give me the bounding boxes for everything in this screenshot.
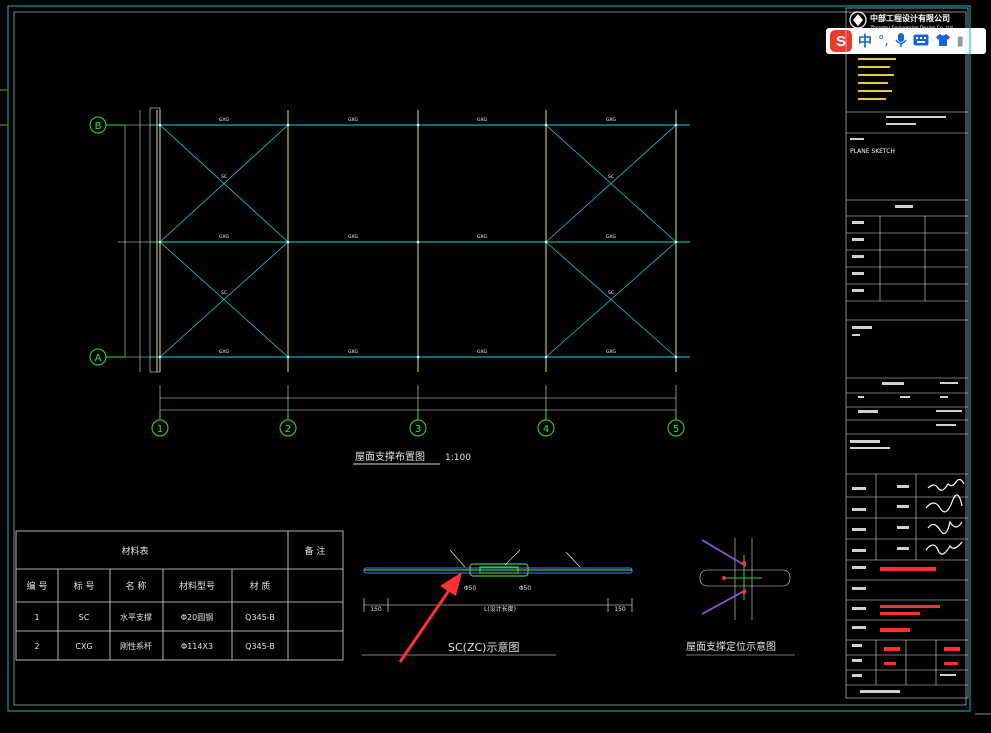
axis-label-2: 2 [285,424,291,435]
beam-label: GXG [606,234,617,240]
table-remark: 备 注 [305,545,326,557]
table-header: 名 称 [126,580,147,592]
axis-label-b: B [95,121,102,132]
beam-label: GXG [348,349,359,355]
microphone-icon[interactable] [895,32,907,51]
sogou-logo-icon[interactable]: S [830,30,852,52]
beam-label: GXG [219,117,230,123]
company-logo-icon [849,11,867,29]
drawing-border [7,5,971,712]
title-block: 中部工程设计有限公司 Zhongbu Engineering Design Co… [845,7,969,699]
ime-punct-toggle[interactable]: °, [878,33,889,49]
beam-label: GXG [477,234,488,240]
beam-label: GXG [219,234,230,240]
table-cell: 水平支撑 [120,612,152,622]
more-icon[interactable]: ▮ [956,33,964,49]
axis-label-1: 1 [157,424,163,435]
plan-title: 屋面支撑布置图 [355,450,425,463]
brace-label: SC [608,290,614,296]
table-header: 编 号 [27,580,48,592]
roof-bracing-plan: GXG GXG GXG GXG GXG GXG GXG GXG GXG GXG … [89,107,690,465]
axis-label-4: 4 [543,424,549,435]
material-table: 材料表 备 注 编 号 标 号 名 称 材料型号 材 质 1 SC 水平支撑 Φ… [15,530,344,661]
brace-label: SC [221,174,227,180]
table-title: 材料表 [121,545,148,557]
table-cell: Φ20圆钢 [181,612,213,622]
table-cell: 1 [34,613,39,622]
red-arrow-annotation [398,572,462,663]
ime-toolbar[interactable]: S 中 °, ▮ [826,28,986,54]
brace-label: SC [608,174,614,180]
sc-detail-title: SC(ZC)示意图 [448,640,519,654]
table-cell: CXG [75,642,92,651]
table-cell: 2 [34,642,39,651]
beam-label: GXG [348,234,359,240]
table-header: 材 质 [250,580,271,592]
dim-label: L(设计长度) [484,605,516,613]
shirt-icon[interactable] [935,33,951,50]
inner-border [13,11,967,706]
table-header: 标 号 [74,580,95,592]
beam-label: GXG [348,117,359,123]
dim-label: Φ50 [464,585,477,592]
axis-label-3: 3 [415,424,421,435]
beam-label: GXG [219,349,230,355]
ime-mode-toggle[interactable]: 中 [858,34,872,50]
beam-label: GXG [477,117,488,123]
beam-label: GXG [606,349,617,355]
plan-scale: 1:100 [445,453,471,463]
dim-label: Φ50 [519,585,532,592]
company-name: 中部工程设计有限公司 [870,13,950,23]
axis-label-a: A [95,353,102,364]
table-cell: Φ114X3 [181,642,213,651]
beam-label: GXG [606,117,617,123]
plane-sketch-label: PLANE SKETCH [850,148,895,155]
dim-label: 150 [614,606,626,613]
table-cell: SC [79,613,90,622]
beam-label: GXG [477,349,488,355]
table-header: 材料型号 [179,580,215,592]
position-detail: 屋面支撑定位示意图 [686,538,795,656]
position-detail-title: 屋面支撑定位示意图 [686,640,776,653]
table-cell: Q345-B [245,642,275,651]
dim-label: 150 [370,606,382,613]
brace-label: SC [221,290,227,296]
axis-label-5: 5 [673,424,679,435]
table-cell: 刚性系杆 [120,641,152,651]
sc-detail: 150 150 L(设计长度) Φ50 Φ50 SC(ZC)示意图 [362,549,633,656]
keyboard-icon[interactable] [913,34,929,49]
company-name-en: Zhongbu Engineering Design Co.,Ltd. [870,25,954,31]
table-cell: Q345-B [245,613,275,622]
